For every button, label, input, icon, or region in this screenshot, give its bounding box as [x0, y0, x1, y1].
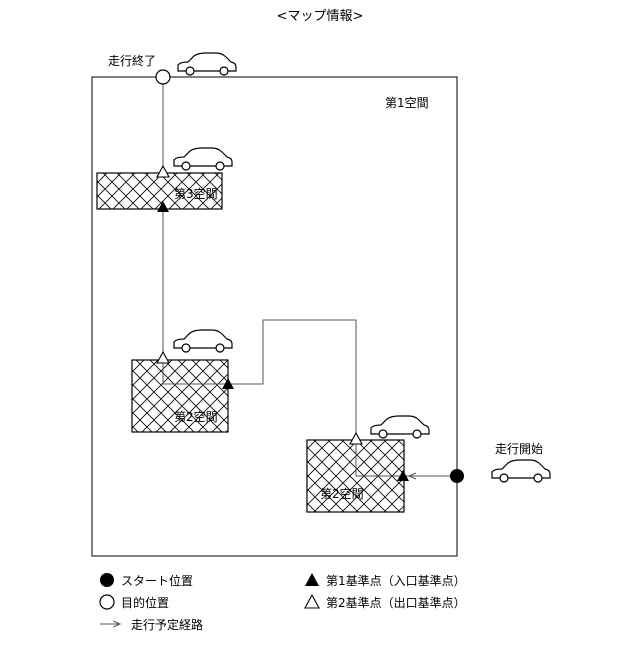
legend-ref-point2-icon: [305, 595, 319, 608]
legend: スタート位置 目的位置 走行予定経路 第1基準点（入口基準点） 第2基準点（出口…: [100, 573, 466, 632]
legend-ref-point1-label: 第1基準点（入口基準点）: [326, 573, 466, 588]
diagram-title: <マップ情報>: [277, 9, 364, 24]
route-segment-space2a-through: [228, 320, 356, 438]
legend-goal-label: 目的位置: [121, 595, 169, 610]
start-position-marker: [450, 469, 464, 483]
legend-ref-point1-icon: [305, 573, 319, 586]
start-label: 走行開始: [495, 442, 543, 456]
exit-ref-point-space2-left: [157, 352, 169, 363]
legend-start-label: スタート位置: [121, 573, 193, 588]
goal-position-marker: [156, 70, 170, 84]
car-icon-space3: [174, 148, 232, 170]
space2-label-left: 第2空間: [174, 410, 218, 424]
car-icon-goal: [178, 53, 236, 75]
space3-label: 第3空間: [174, 187, 218, 201]
space1-label: 第1空間: [385, 96, 429, 110]
legend-ref-point2-label: 第2基準点（出口基準点）: [326, 595, 466, 610]
car-icon-space2-left: [174, 330, 232, 352]
legend-start-icon: [100, 573, 114, 587]
goal-label: 走行終了: [108, 53, 156, 68]
legend-route-label: 走行予定経路: [131, 617, 203, 632]
exit-ref-point-space3: [157, 166, 169, 177]
space2-label-right: 第2空間: [320, 487, 364, 501]
car-icon-space2-right: [371, 416, 429, 438]
exit-ref-point-space2-right: [350, 433, 362, 444]
legend-goal-icon: [100, 595, 114, 609]
car-icon-start: [492, 460, 550, 482]
